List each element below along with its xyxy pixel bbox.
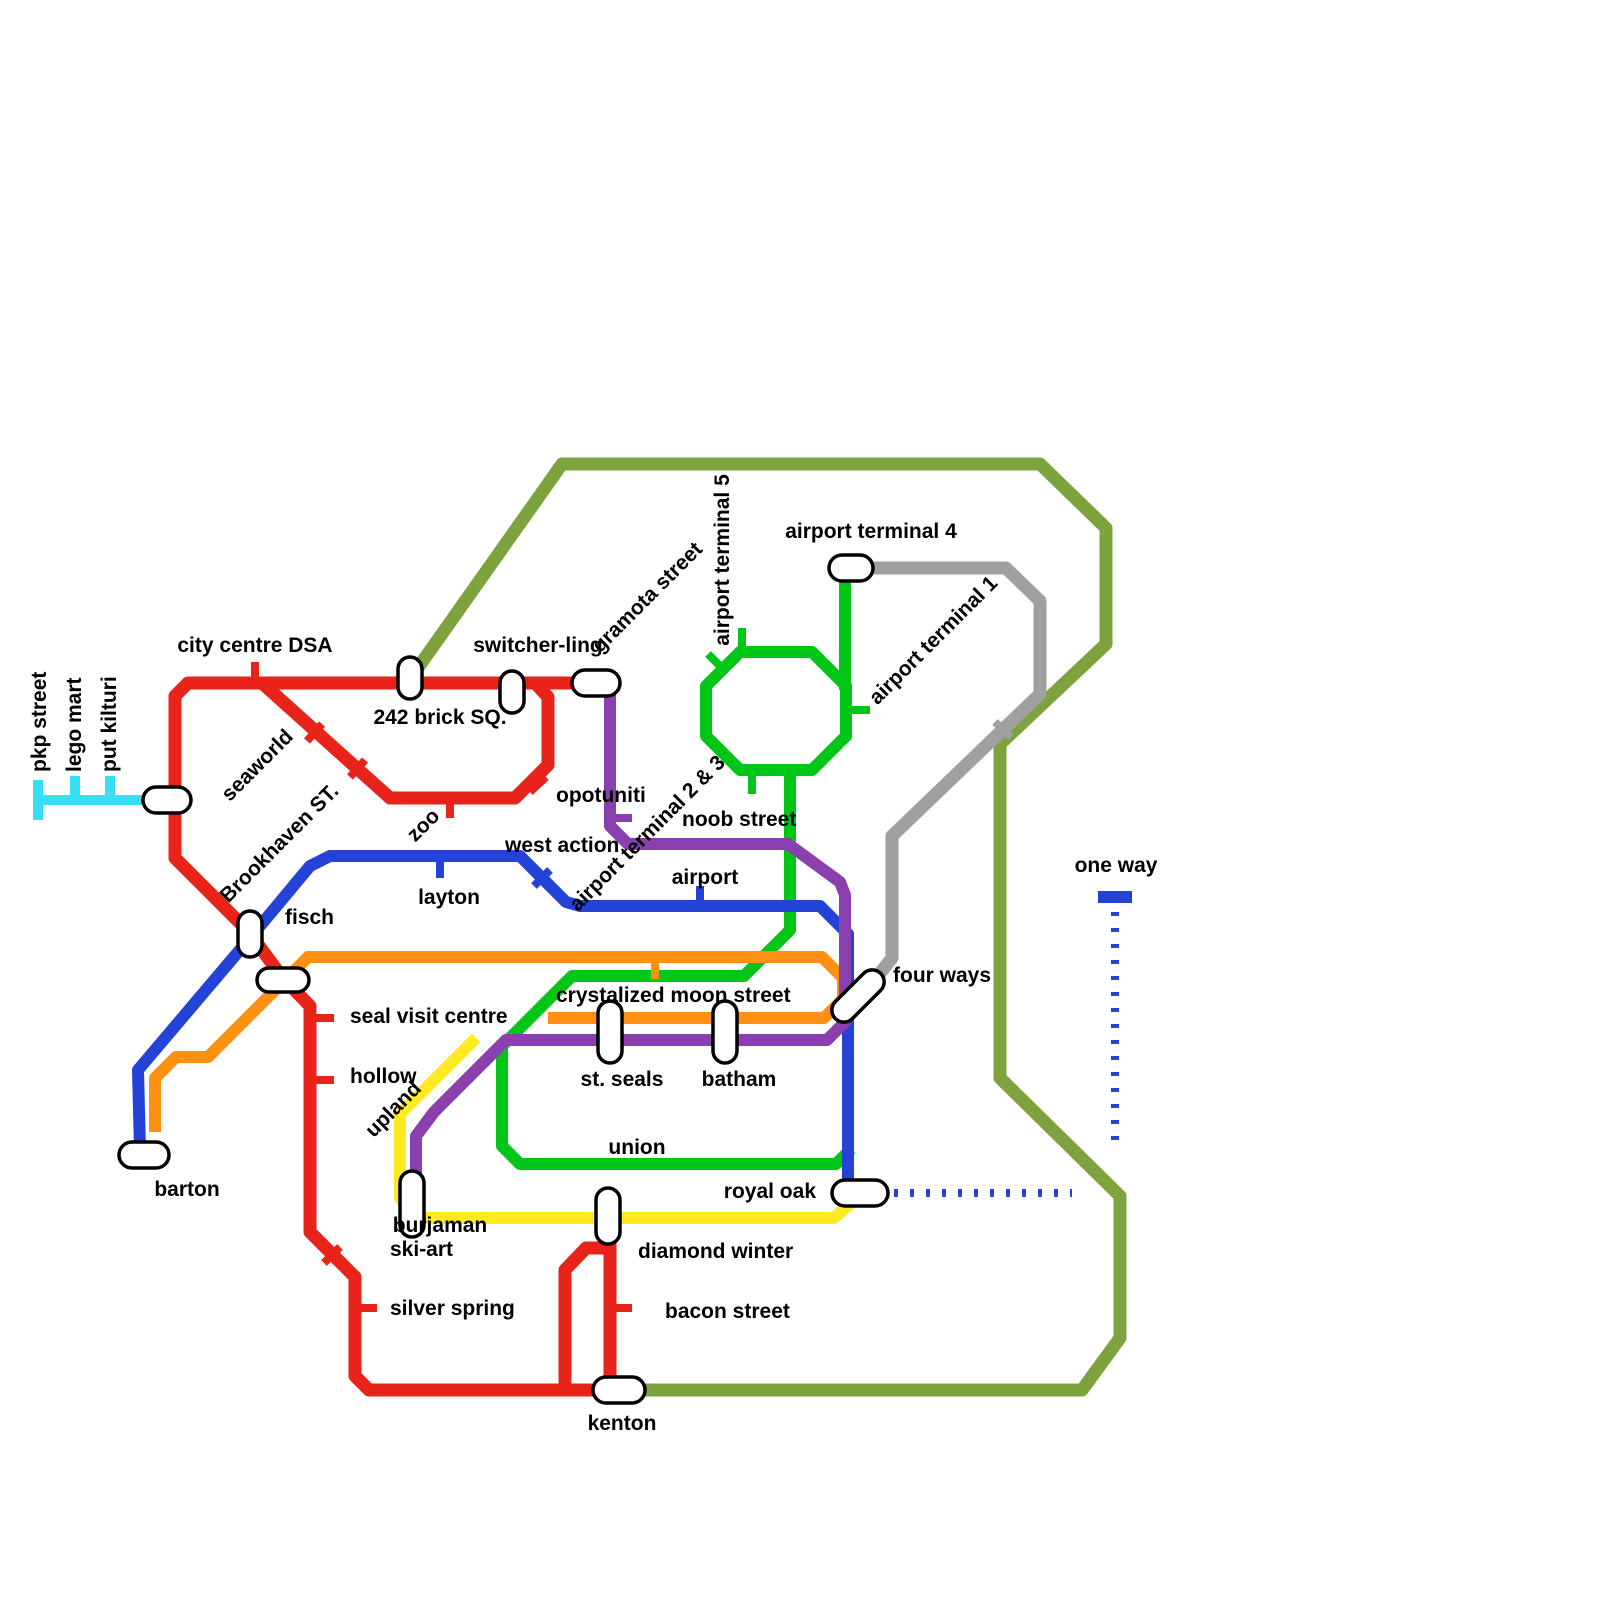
- pill-st-seals-station: [596, 999, 624, 1065]
- pill-put-kilturi-interchange: [141, 785, 193, 815]
- label-seal-visit-centre: seal visit centre: [350, 1005, 508, 1028]
- line-red-brick-loop: [257, 678, 555, 805]
- label-airport-terminal-5: airport terminal 5: [711, 474, 734, 646]
- label-airport-terminal-4: airport terminal 4: [785, 520, 957, 543]
- pill-four-ways-station: [830, 968, 886, 1024]
- line-green-airport-loop: [700, 646, 852, 776]
- pill-dsa-olive-interchange: [396, 655, 424, 701]
- label-noob-street: noob street: [682, 808, 796, 831]
- line-blue-line: [132, 850, 854, 1188]
- label-pkp-street: pkp street: [28, 672, 51, 772]
- label-burjaman: burjaman: [393, 1214, 488, 1237]
- pill-fisch-south-interchange: [255, 966, 311, 994]
- tick-ski-art: [321, 1244, 343, 1266]
- pill-barton-station: [117, 1140, 171, 1170]
- pill-airport-terminal-4-station: [827, 553, 875, 583]
- label-brick-sq: 242 brick SQ.: [373, 706, 506, 729]
- tick-gramota-street: [705, 651, 726, 672]
- label-fisch: fisch: [285, 906, 334, 929]
- tick-seaworld: [304, 721, 325, 744]
- line-olive-orbital: [409, 457, 1127, 1397]
- pill-batham-station: [711, 999, 739, 1065]
- label-crystalized-moon-street: crystalized moon street: [556, 984, 791, 1007]
- label-ski-art: ski-art: [390, 1238, 453, 1261]
- label-opotuniti: opotuniti: [556, 784, 646, 807]
- label-diamond-winter: diamond winter: [638, 1240, 793, 1263]
- label-layton: layton: [418, 886, 480, 909]
- label-union: union: [608, 1136, 665, 1159]
- pill-switcher-ling-station: [570, 668, 622, 698]
- line-gray-airport-terminal-1-line: [864, 561, 1047, 991]
- line-purple-line: [410, 690, 851, 1178]
- pill-fisch-station: [236, 909, 264, 959]
- tick-west-action: [531, 867, 553, 889]
- label-kenton: kenton: [588, 1412, 657, 1435]
- label-st-seals: st. seals: [581, 1068, 664, 1091]
- label-four-ways: four ways: [893, 964, 991, 987]
- pill-royal-oak-station: [830, 1178, 890, 1208]
- label-city-centre-dsa: city centre DSA: [177, 634, 332, 657]
- label-hollow: hollow: [350, 1065, 417, 1088]
- label-switcher-ling: switcher-ling: [473, 634, 603, 657]
- label-batham: batham: [702, 1068, 777, 1091]
- label-barton: barton: [154, 1178, 219, 1201]
- label-west-action: west action: [504, 834, 619, 857]
- label-bacon-street: bacon street: [665, 1300, 790, 1323]
- tick-brookhaven-st: [347, 757, 368, 780]
- pill-kenton-station: [591, 1375, 647, 1405]
- pill-diamond-winter-station: [594, 1186, 622, 1246]
- tick-opotuniti: [527, 774, 549, 795]
- label-lego-mart: lego mart: [63, 677, 86, 772]
- tick-airport-terminal-1: [992, 719, 1014, 740]
- label-royal-oak: royal oak: [724, 1180, 817, 1203]
- pill-burjaman-station: [398, 1169, 426, 1239]
- pill-brick-sq-station: [498, 669, 526, 715]
- label-one-way: one way: [1075, 854, 1158, 877]
- label-silver-spring: silver spring: [390, 1297, 515, 1320]
- label-airport: airport: [672, 866, 739, 889]
- line-red-kenton-loop: [558, 1241, 610, 1388]
- label-put-kilturi: put kilturi: [98, 676, 121, 772]
